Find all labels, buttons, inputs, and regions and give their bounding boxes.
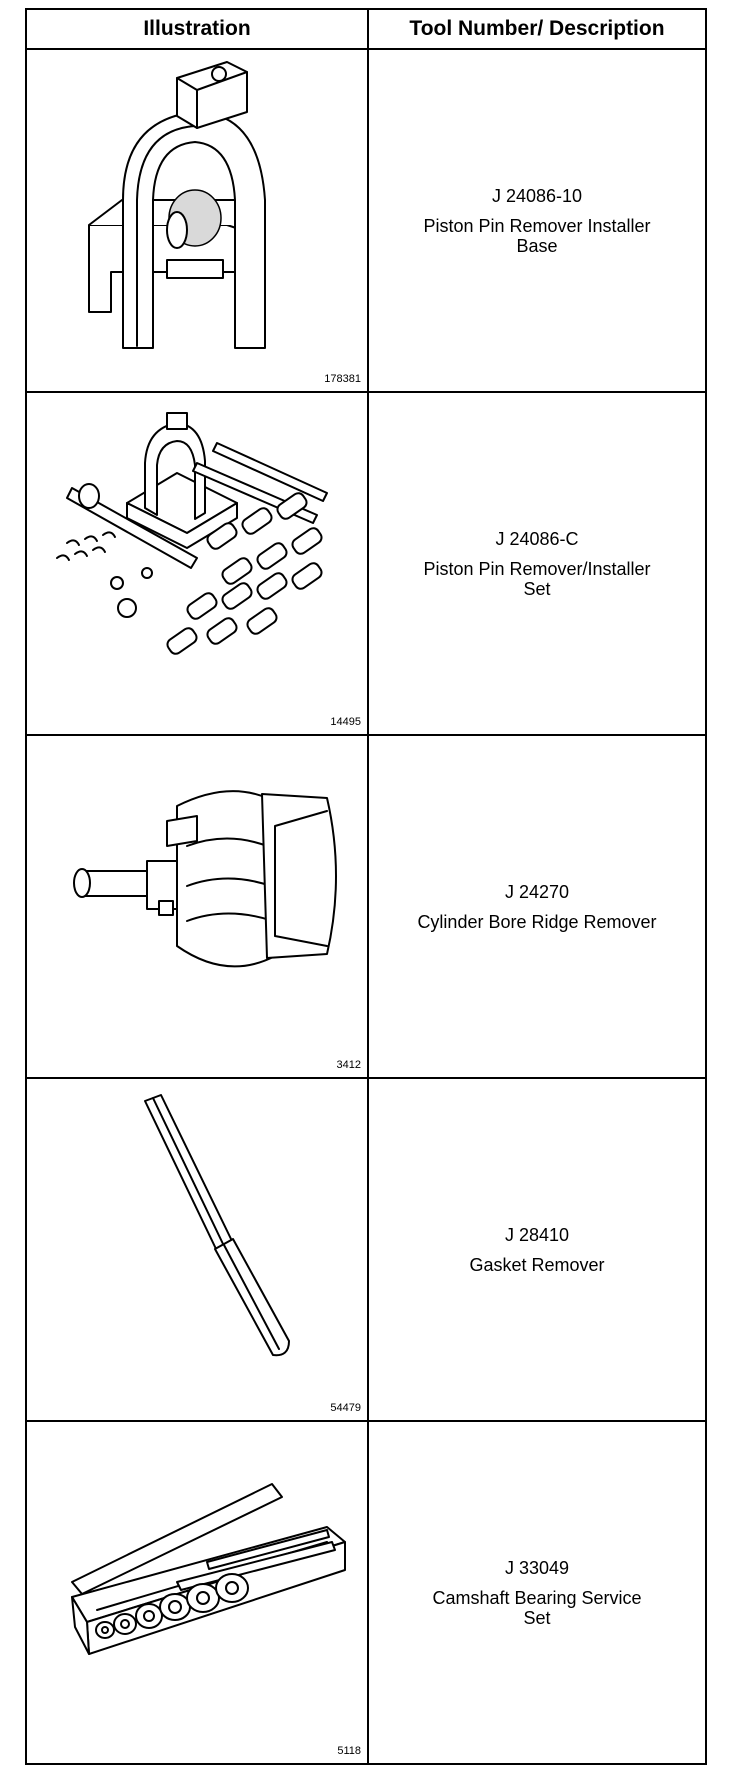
tool-number: J 33049 [504, 1557, 570, 1578]
figure-number: 3412 [336, 1059, 361, 1071]
illustration-cell: 178381 [25, 48, 369, 393]
description-cell: J 24086-10 Piston Pin Remover Installer … [367, 48, 707, 393]
illustration-cell: 5118 [25, 1420, 369, 1765]
piston-pin-set-icon [56, 412, 328, 655]
figure-number: 178381 [324, 373, 361, 385]
illustration-cell: 3412 [25, 734, 369, 1079]
header-row: Illustration Tool Number/ Description [25, 8, 707, 50]
tool-number: J 24270 [504, 881, 570, 902]
tool-description: Cylinder Bore Ridge Remover [417, 911, 657, 932]
tool-description: Piston Pin Remover/Installer Set [423, 558, 651, 599]
description-cell: J 28410 Gasket Remover [367, 1077, 707, 1422]
tool-description: Camshaft Bearing Service Set [432, 1587, 642, 1628]
table-row: 5118 J 33049 Camshaft Bearing Service Se… [25, 1420, 707, 1765]
figure-number: 14495 [330, 716, 361, 728]
description-cell: J 24270 Cylinder Bore Ridge Remover [367, 734, 707, 1079]
header-tool: Tool Number/ Description [367, 8, 707, 50]
table-row: 178381 J 24086-10 Piston Pin Remover Ins… [25, 48, 707, 393]
ridge-remover-icon [73, 790, 337, 968]
table-row: 14495 J 24086-C Piston Pin Remover/Insta… [25, 391, 707, 736]
illustration-cell: 54479 [25, 1077, 369, 1422]
table-row: 3412 J 24270 Cylinder Bore Ridge Remover [25, 734, 707, 1079]
piston-pin-base-icon [88, 61, 266, 349]
illustration-cell: 14495 [25, 391, 369, 736]
tool-table: Illustration Tool Number/ Description [25, 8, 707, 1765]
tool-number: J 24086-C [495, 528, 579, 549]
table-row: 54479 J 28410 Gasket Remover [25, 1077, 707, 1422]
figure-number: 54479 [330, 1402, 361, 1414]
header-illustration: Illustration [25, 8, 369, 50]
description-cell: J 33049 Camshaft Bearing Service Set [367, 1420, 707, 1765]
tool-number: J 24086-10 [491, 185, 583, 206]
gasket-remover-icon [144, 1094, 290, 1357]
tool-description: Piston Pin Remover Installer Base [423, 215, 651, 256]
tool-number: J 28410 [504, 1224, 570, 1245]
tool-description: Gasket Remover [469, 1254, 605, 1275]
description-cell: J 24086-C Piston Pin Remover/Installer S… [367, 391, 707, 736]
figure-number: 5118 [337, 1745, 361, 1757]
camshaft-bearing-set-icon [71, 1483, 346, 1655]
